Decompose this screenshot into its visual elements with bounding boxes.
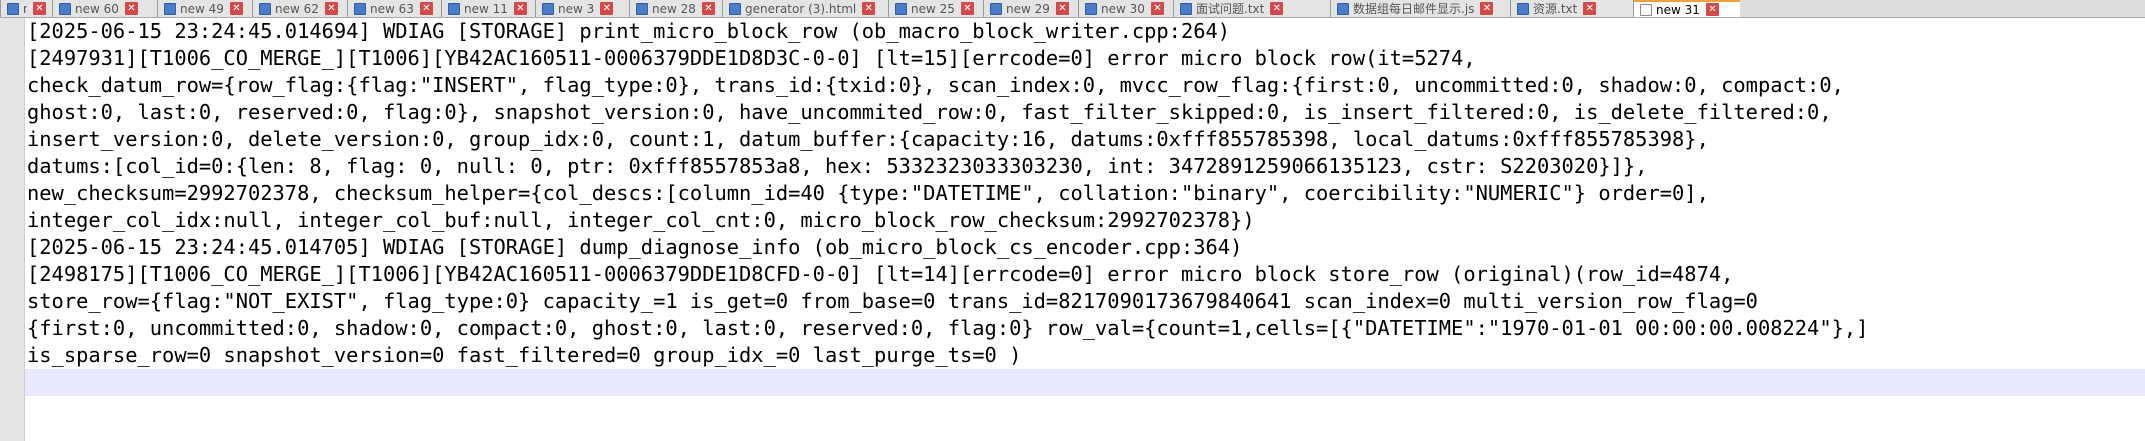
close-icon[interactable]: ✕	[324, 2, 338, 15]
tab-label: new 49	[180, 1, 224, 16]
tab-label: new 11	[464, 1, 508, 16]
close-icon[interactable]: ✕	[229, 2, 243, 15]
text-editor[interactable]: [2025-06-15 23:24:45.014694] WDIAG [STOR…	[25, 18, 2145, 441]
close-icon[interactable]: ✕	[1705, 3, 1719, 16]
file-icon	[1337, 2, 1349, 15]
file-icon	[542, 2, 554, 15]
tab-label: 数据组每日邮件显示.js	[1353, 2, 1475, 16]
file-icon	[990, 2, 1002, 15]
tab-11[interactable]: new 29 ✕	[983, 0, 1078, 17]
tab-label: new 3	[558, 1, 595, 16]
tab-label: new 62	[275, 1, 319, 16]
editor-line: new_checksum=2992702378, checksum_helper…	[27, 181, 1709, 205]
close-icon[interactable]: ✕	[960, 2, 974, 15]
file-icon	[448, 2, 460, 15]
close-icon[interactable]: ✕	[513, 2, 527, 15]
tab-label: new 58	[23, 2, 27, 16]
editor-line: integer_col_idx:null, integer_col_buf:nu…	[27, 208, 1255, 232]
close-icon[interactable]: ✕	[862, 2, 876, 15]
file-icon	[895, 2, 907, 15]
tab-label: new 28	[652, 1, 696, 16]
editor-line: [2025-06-15 23:24:45.014694] WDIAG [STOR…	[27, 19, 1231, 43]
close-icon[interactable]: ✕	[419, 2, 433, 15]
tab-label: new 29	[1006, 1, 1050, 16]
tab-label: new 31	[1656, 2, 1700, 17]
close-icon[interactable]: ✕	[1583, 2, 1597, 15]
editor-line: insert_version:0, delete_version:0, grou…	[27, 127, 1709, 151]
tab-label: 资源.txt	[1533, 2, 1578, 16]
editor-line: is_sparse_row=0 snapshot_version=0 fast_…	[27, 343, 1022, 367]
tab-label: new 25	[911, 1, 955, 16]
close-icon[interactable]: ✕	[1480, 2, 1494, 15]
tab-bar: new 58✕new 60✕new 49✕new 62✕new 63✕new 1…	[0, 0, 2145, 18]
tab-label: generator (3).html	[745, 1, 857, 16]
editor-line: datums:[col_id=0:{len: 8, flag: 0, null:…	[27, 154, 1648, 178]
tab-7[interactable]: new 3 ✕	[535, 0, 629, 17]
file-icon	[7, 2, 19, 15]
tab-2[interactable]: new 60 ✕	[52, 0, 157, 17]
line-gutter	[0, 18, 25, 441]
file-icon	[164, 2, 176, 15]
editor-line: ghost:0, last:0, reserved:0, flag:0}, sn…	[27, 100, 1832, 124]
editor-line: check_datum_row={row_flag:{flag:"INSERT"…	[27, 73, 1844, 97]
editor-line: {first:0, uncommitted:0, shadow:0, compa…	[27, 316, 1869, 340]
editor-line: [2025-06-15 23:24:45.014705] WDIAG [STOR…	[27, 235, 1243, 259]
tab-label: new 60	[75, 1, 119, 16]
close-icon[interactable]: ✕	[701, 2, 715, 15]
close-icon[interactable]: ✕	[124, 2, 138, 15]
editor-line: [2498175][T1006_CO_MERGE_][T1006][YB42AC…	[27, 262, 1734, 286]
file-icon	[729, 2, 741, 15]
tab-8[interactable]: new 28 ✕	[629, 0, 722, 17]
file-icon	[59, 2, 71, 15]
close-icon[interactable]: ✕	[600, 2, 614, 15]
tab-5[interactable]: new 63 ✕	[347, 0, 441, 17]
tab-6[interactable]: new 11 ✕	[441, 0, 535, 17]
tab-13[interactable]: 面试问题.txt ✕	[1173, 0, 1330, 17]
file-icon	[1640, 3, 1652, 16]
close-icon[interactable]: ✕	[1270, 2, 1284, 15]
editor-line: [2497931][T1006_CO_MERGE_][T1006][YB42AC…	[27, 46, 1476, 70]
tab-10[interactable]: new 25 ✕	[888, 0, 983, 17]
file-icon	[1517, 2, 1529, 15]
tab-16[interactable]: new 31 ✕	[1633, 0, 1740, 17]
file-icon	[636, 2, 648, 15]
close-icon[interactable]: ✕	[33, 2, 46, 15]
tab-1[interactable]: new 58 ✕	[0, 0, 52, 17]
file-icon	[259, 2, 271, 15]
tab-15[interactable]: 资源.txt ✕	[1510, 0, 1633, 17]
file-icon	[1085, 2, 1097, 15]
editor-line: store_row={flag:"NOT_EXIST", flag_type:0…	[27, 289, 1758, 313]
file-icon	[354, 2, 366, 15]
current-line	[25, 369, 2145, 396]
tab-label: 面试问题.txt	[1196, 2, 1265, 16]
tab-label: new 63	[370, 1, 414, 16]
close-icon[interactable]: ✕	[1055, 2, 1069, 15]
tab-12[interactable]: new 30 ✕	[1078, 0, 1173, 17]
tab-4[interactable]: new 62 ✕	[252, 0, 347, 17]
tab-label: new 30	[1101, 1, 1145, 16]
editor-line	[25, 396, 2145, 423]
tab-3[interactable]: new 49 ✕	[157, 0, 252, 17]
tab-14[interactable]: 数据组每日邮件显示.js ✕	[1330, 0, 1510, 17]
file-icon	[1180, 2, 1192, 15]
close-icon[interactable]: ✕	[1150, 2, 1164, 15]
tab-9[interactable]: generator (3).html ✕	[722, 0, 888, 17]
